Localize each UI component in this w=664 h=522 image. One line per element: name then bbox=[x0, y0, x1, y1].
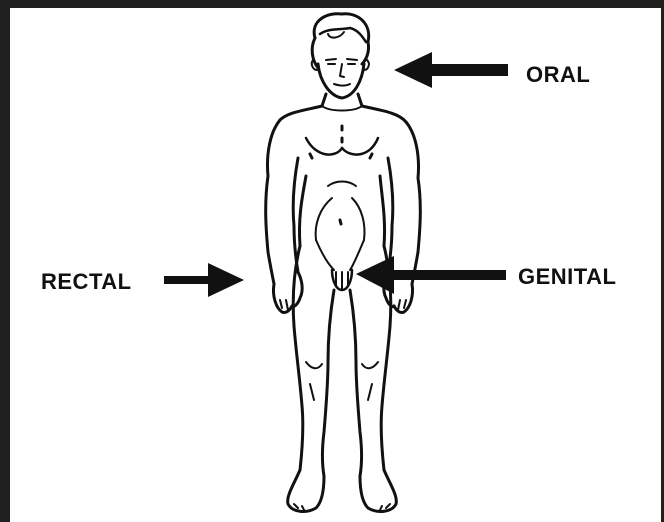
label-genital: GENITAL bbox=[518, 266, 616, 288]
label-oral: ORAL bbox=[526, 64, 590, 86]
arrow-left-icon bbox=[394, 52, 508, 88]
label-rectal: RECTAL bbox=[41, 271, 132, 293]
diagram-panel: ORAL RECTAL GENITAL bbox=[10, 8, 661, 522]
arrow-left-icon bbox=[356, 256, 506, 294]
arrow-right-icon bbox=[164, 263, 244, 297]
head bbox=[312, 14, 369, 98]
